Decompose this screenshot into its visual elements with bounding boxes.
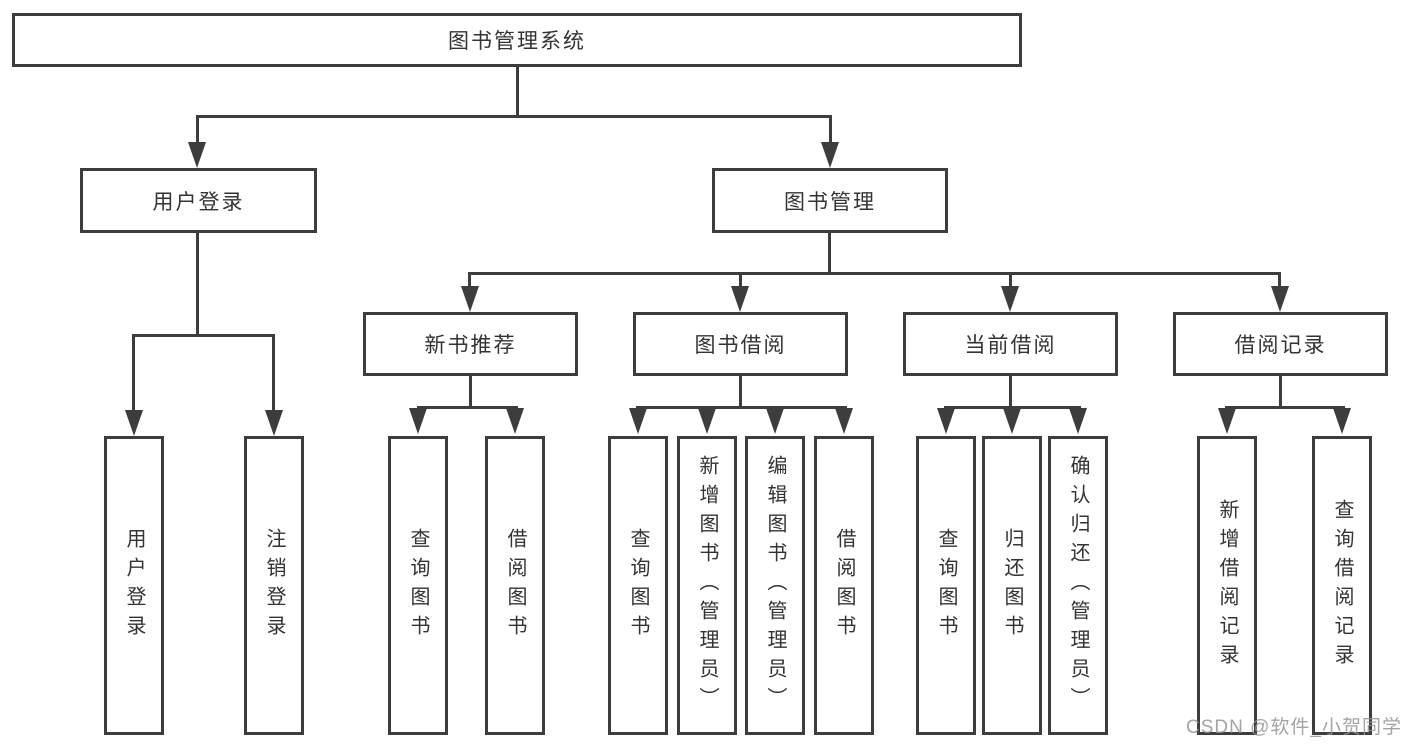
node-current-borrowing: 当前借阅	[903, 312, 1118, 376]
arrow-down-icon	[125, 410, 143, 436]
arrow-down-icon	[835, 408, 853, 434]
arrow-down-icon	[409, 408, 427, 434]
arrow-down-icon	[1333, 408, 1351, 434]
node-user-login: 用户登录	[80, 168, 317, 233]
node-book-management: 图书管理	[712, 168, 948, 233]
connector-line	[196, 115, 832, 118]
connector-line	[944, 406, 1081, 409]
connector-line	[1009, 376, 1012, 409]
arrow-down-icon	[1001, 286, 1019, 312]
connector-line	[468, 272, 471, 290]
connector-line	[739, 376, 742, 409]
arrow-down-icon	[698, 408, 716, 434]
arrow-down-icon	[766, 408, 784, 434]
connector-line	[636, 406, 847, 409]
connector-line	[1009, 272, 1012, 290]
connector-line	[132, 334, 135, 412]
leaf-borrow-books: 借阅图书	[814, 436, 874, 735]
arrow-down-icon	[821, 142, 839, 168]
arrow-down-icon	[1069, 408, 1087, 434]
leaf-borrow-books-recommend: 借阅图书	[485, 436, 545, 735]
arrow-down-icon	[1271, 286, 1289, 312]
connector-line	[1278, 272, 1281, 290]
leaf-query-books-borrowing: 查询图书	[608, 436, 668, 735]
connector-line	[1225, 406, 1345, 409]
leaf-add-borrow-record: 新增借阅记录	[1197, 436, 1257, 735]
connector-line	[196, 115, 199, 145]
arrow-down-icon	[506, 408, 524, 434]
connector-line	[516, 67, 519, 118]
connector-line	[829, 115, 832, 145]
node-root-library-system: 图书管理系统	[12, 13, 1022, 67]
arrow-down-icon	[1218, 408, 1236, 434]
arrow-down-icon	[1003, 408, 1021, 434]
arrow-down-icon	[731, 286, 749, 312]
node-new-book-recommend: 新书推荐	[363, 312, 578, 376]
node-book-borrowing: 图书借阅	[633, 312, 848, 376]
leaf-user-login: 用户登录	[104, 436, 164, 735]
connector-line	[196, 233, 199, 337]
leaf-confirm-return-admin: 确认归还（管理员）	[1048, 436, 1108, 735]
arrow-down-icon	[937, 408, 955, 434]
connector-line	[272, 334, 275, 412]
leaf-query-books-current: 查询图书	[916, 436, 976, 735]
leaf-query-books-recommend: 查询图书	[388, 436, 448, 735]
connector-line	[739, 272, 742, 290]
arrow-down-icon	[188, 142, 206, 168]
connector-line	[469, 376, 472, 409]
arrow-down-icon	[265, 410, 283, 436]
connector-line	[132, 334, 275, 337]
leaf-add-books-admin: 新增图书（管理员）	[677, 436, 737, 735]
leaf-query-borrow-record: 查询借阅记录	[1312, 436, 1372, 735]
arrow-down-icon	[629, 408, 647, 434]
arrow-down-icon	[461, 286, 479, 312]
connector-line	[1279, 376, 1282, 409]
leaf-return-books: 归还图书	[982, 436, 1042, 735]
leaf-logout: 注销登录	[244, 436, 304, 735]
node-borrowing-records: 借阅记录	[1173, 312, 1388, 376]
watermark: CSDN @软件_小贺同学	[1186, 717, 1402, 738]
connector-line	[828, 233, 831, 275]
leaf-edit-books-admin: 编辑图书（管理员）	[745, 436, 805, 735]
connector-line	[417, 406, 518, 409]
connector-line	[468, 272, 1281, 275]
